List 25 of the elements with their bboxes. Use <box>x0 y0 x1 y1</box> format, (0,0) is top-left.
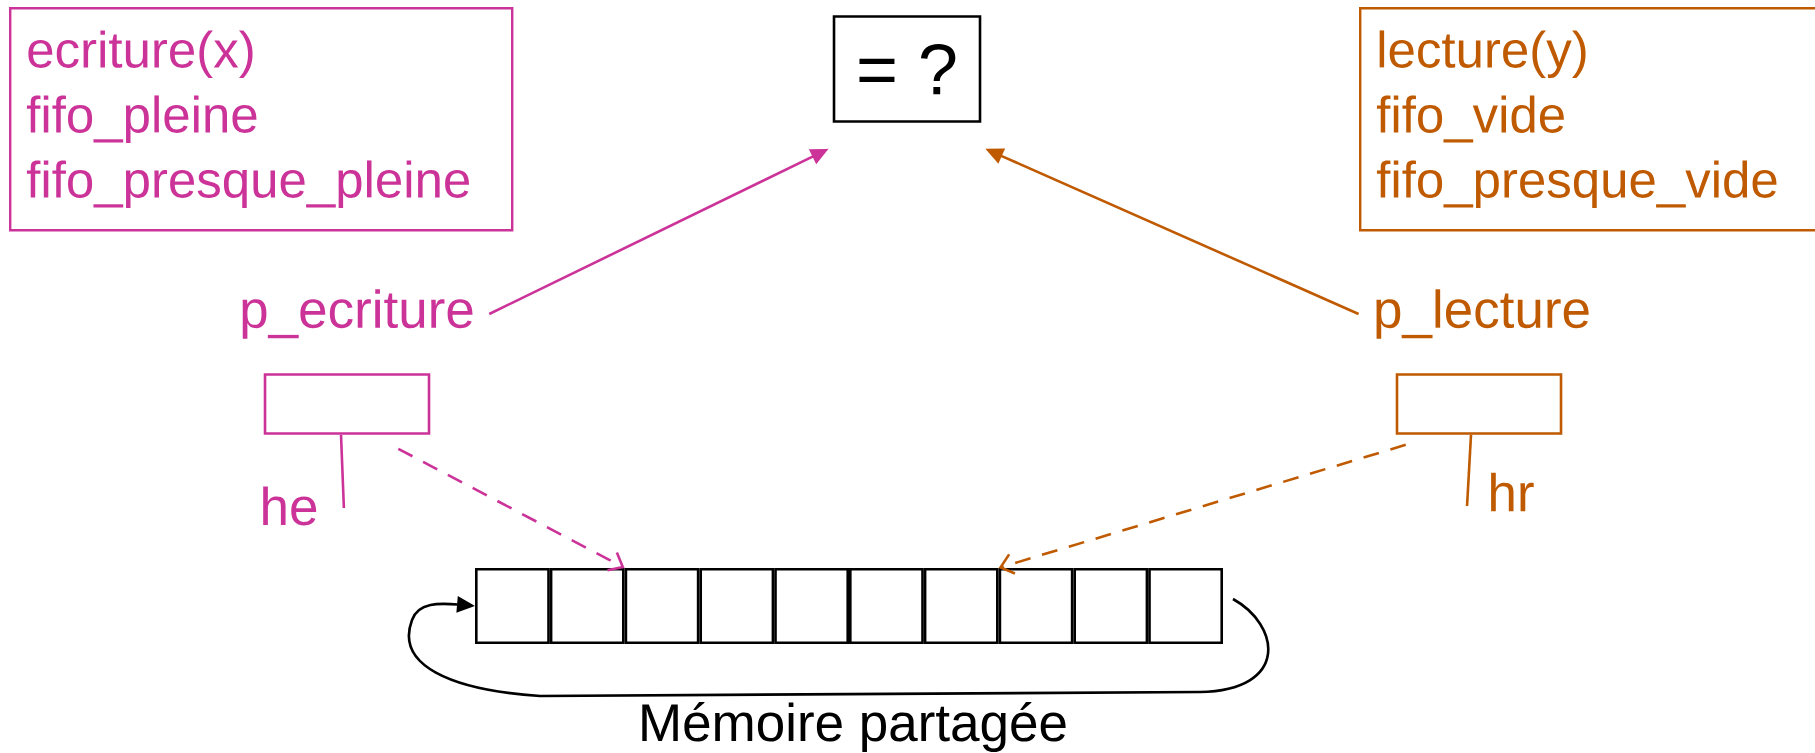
memory-cell <box>849 568 924 644</box>
memory-cell <box>475 568 550 644</box>
pointer-arrow <box>397 447 625 572</box>
operation-list-box: ecriture(x) fifo_pleine fifo_presque_pleine <box>9 7 514 232</box>
memory-cell <box>549 568 625 644</box>
memory-cell <box>1073 568 1149 644</box>
operation-list-box: lecture(y) fifo_vide fifo_presque_vide <box>1359 7 1815 232</box>
memory-cell <box>699 568 775 644</box>
pointer-box <box>1395 373 1563 435</box>
variable-name: p_ecriture <box>242 289 473 339</box>
question-box: = ? <box>832 15 982 123</box>
memory-cell <box>998 568 1074 644</box>
memory-cell <box>624 568 700 644</box>
loop-arrow <box>407 596 1270 698</box>
variable-name: p_lecture <box>1376 289 1589 339</box>
pointer-box <box>263 373 431 435</box>
variable-name: he <box>263 486 317 526</box>
memory-cell <box>923 568 999 644</box>
caption: Mémoire partagée <box>642 702 1066 752</box>
pointer-arrow <box>998 443 1407 575</box>
leader-line <box>1465 434 1473 507</box>
memory-cell <box>1148 568 1223 644</box>
memory-cell <box>774 568 849 644</box>
leader-line <box>339 434 346 509</box>
variable-name: hr <box>1491 472 1534 512</box>
